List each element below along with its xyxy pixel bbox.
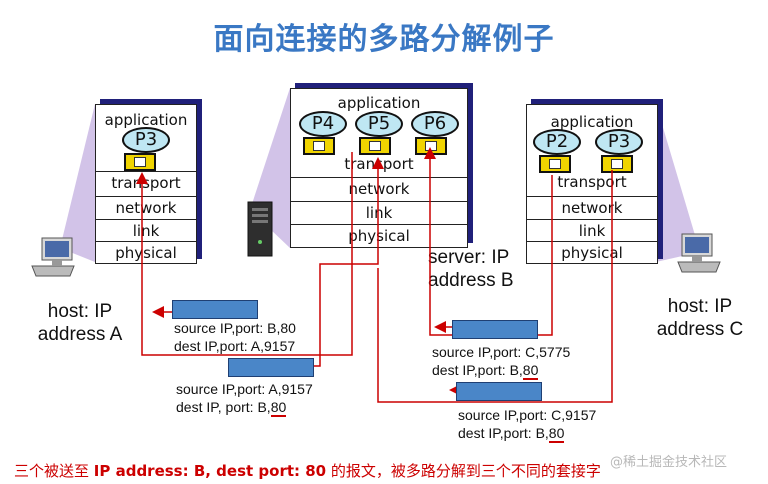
segment-4-line2-prefix: dest IP,port: B,: [458, 425, 549, 441]
server-tower-icon: [247, 201, 273, 257]
server-label: server: IP address B: [428, 246, 528, 292]
server-label-line2: address B: [428, 270, 514, 291]
segment-1-line2: dest IP,port: A,9157: [174, 338, 296, 354]
server-label-line1: server: IP: [428, 247, 510, 268]
caption-suffix: 的报文，被多路分解到三个不同的套接字: [326, 462, 601, 480]
server-network: network: [291, 177, 467, 200]
right-host-label-line2: address C: [656, 319, 744, 340]
segment-4-line2: dest IP,port: B,80: [458, 425, 565, 443]
segment-3-port: 80: [522, 362, 539, 380]
server-app-label: application: [337, 94, 421, 112]
page-title: 面向连接的多路分解例子: [213, 22, 555, 57]
arrow-seg2-path: [300, 157, 384, 367]
segment-box-1: [172, 300, 258, 319]
caption-highlight: IP address: B, dest port: 80: [93, 462, 327, 480]
left-host-label-line1: host: IP: [47, 301, 113, 322]
server-process-p6: P6: [411, 111, 459, 137]
right-host-label: host: IP address C: [648, 295, 752, 341]
right-process-p2: P2: [533, 129, 581, 155]
right-computer-icon: [677, 233, 721, 273]
right-transport: transport: [557, 173, 627, 191]
left-host-label-line2: address A: [37, 324, 123, 345]
server-socket-p4: [303, 137, 335, 155]
left-app-label: application: [104, 111, 188, 129]
segment-2-line1: source IP,port: A,9157: [176, 381, 313, 397]
left-link: link: [96, 219, 196, 242]
watermark: @稀土掘金技术社区: [610, 455, 728, 470]
caption: 三个被送至 IP address: B, dest port: 80 的报文，被…: [14, 460, 601, 481]
server-link: link: [291, 201, 467, 224]
segment-2-line2-prefix: dest IP, port: B,: [176, 399, 271, 415]
segment-2-line2: dest IP, port: B,80: [176, 399, 287, 417]
left-computer-icon: [31, 237, 75, 277]
right-host-stack: application P2 P3 transport network link…: [526, 104, 658, 264]
right-network: network: [527, 196, 657, 219]
segment-4-port: 80: [548, 425, 565, 443]
right-app-label: application: [550, 113, 634, 131]
right-socket-p2: [539, 155, 571, 173]
segment-1-line1: source IP,port: B,80: [174, 320, 296, 336]
segment-3-line2-prefix: dest IP,port: B,: [432, 362, 523, 378]
server-process-p5: P5: [355, 111, 403, 137]
left-physical: physical: [96, 241, 196, 264]
right-process-p3: P3: [595, 129, 643, 155]
server-process-p4: P4: [299, 111, 347, 137]
segment-box-4: [456, 382, 542, 401]
server-physical: physical: [291, 224, 467, 247]
beam-right: [656, 104, 700, 262]
left-host-label: host: IP address A: [34, 300, 126, 346]
server-socket-p5: [359, 137, 391, 155]
right-link: link: [527, 219, 657, 242]
left-socket: [124, 153, 156, 171]
beam-left: [60, 104, 95, 262]
segment-3-line1: source IP,port: C,5775: [432, 344, 571, 360]
arrow-seg3-path: [424, 147, 553, 336]
arrow-seg1-path: [136, 152, 353, 356]
segment-4-line1: source IP,port: C,9157: [458, 407, 597, 423]
segment-2-port: 80: [270, 399, 287, 417]
segment-3-line2: dest IP,port: B,80: [432, 362, 539, 380]
left-host-stack: application P3 transport network link ph…: [95, 104, 197, 264]
caption-prefix: 三个被送至: [14, 462, 94, 480]
left-process-p3: P3: [122, 127, 170, 153]
right-physical: physical: [527, 241, 657, 264]
right-socket-p3: [601, 155, 633, 173]
segment-box-2: [228, 358, 314, 377]
segment-box-3: [452, 320, 538, 339]
right-host-label-line1: host: IP: [667, 296, 733, 317]
left-network: network: [96, 196, 196, 219]
arrow-seg4-path: [377, 170, 613, 403]
